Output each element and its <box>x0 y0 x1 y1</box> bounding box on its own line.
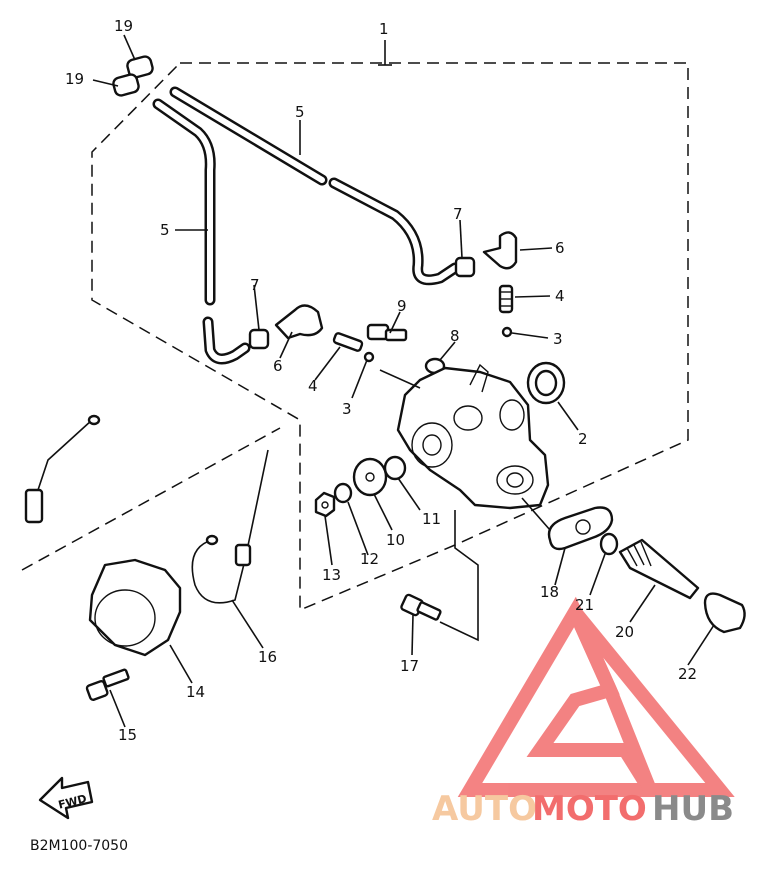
gasket-18 <box>547 506 614 551</box>
callout-3b: 3 <box>342 400 352 418</box>
callout-4b: 4 <box>308 377 318 395</box>
callout-18: 18 <box>540 583 559 601</box>
callout-2: 2 <box>578 430 588 448</box>
callout-15: 15 <box>118 726 137 744</box>
nut-13 <box>314 491 336 518</box>
spring-4-right <box>498 284 514 314</box>
shaft-20 <box>618 538 700 600</box>
callout-19a: 19 <box>114 17 133 35</box>
cap-22 <box>703 592 746 634</box>
cover-14 <box>88 558 182 657</box>
oil-seal-2 <box>526 361 566 405</box>
leader-lines <box>92 34 715 728</box>
cap-19-upper <box>126 55 154 79</box>
watermark-moto: MOTO <box>532 789 647 829</box>
cap-19-lower <box>112 73 140 97</box>
callout-7b: 7 <box>250 276 260 294</box>
callout-10: 10 <box>386 531 405 549</box>
callout-20: 20 <box>615 623 634 641</box>
washer-21 <box>599 532 619 556</box>
watermark-hub: HUB <box>652 789 734 829</box>
callout-13: 13 <box>322 566 341 584</box>
callout-8: 8 <box>450 327 460 345</box>
clamp-7-right <box>454 256 476 278</box>
callout-6a: 6 <box>555 239 565 257</box>
callout-7a: 7 <box>453 205 463 223</box>
fwd-arrow-icon: FWD <box>38 776 94 820</box>
ball-3-right <box>501 326 513 338</box>
clamp-7-left <box>248 328 270 350</box>
callout-12: 12 <box>360 550 379 568</box>
callout-17: 17 <box>400 657 419 675</box>
impeller-10 <box>352 457 388 497</box>
watermark-logo-mark <box>457 596 735 797</box>
cable-wire-left <box>24 414 101 524</box>
bolt-15 <box>85 668 130 701</box>
callout-9: 9 <box>397 297 407 315</box>
callout-labels: 1 19 19 5 5 7 6 4 3 7 9 8 6 4 3 2 11 10 … <box>65 17 697 744</box>
callout-1: 1 <box>379 20 389 38</box>
ball-3-left <box>363 351 375 363</box>
assembly-boundary <box>21 62 689 612</box>
elbow-fitting-6-left <box>274 304 324 340</box>
callout-16: 16 <box>258 648 277 666</box>
callout-22: 22 <box>678 665 697 683</box>
hose-short <box>152 98 251 365</box>
callout-14: 14 <box>186 683 205 701</box>
callout-3a: 3 <box>553 330 563 348</box>
cable-16 <box>191 449 269 604</box>
spring-4-left <box>332 332 364 352</box>
hose-long <box>169 86 461 286</box>
callout-11: 11 <box>422 510 441 528</box>
washer-11 <box>383 455 407 481</box>
diagram-code: B2M100-7050 <box>30 838 128 854</box>
elbow-fitting-6-right <box>482 231 518 270</box>
callout-21: 21 <box>575 596 594 614</box>
bolt-9 <box>366 323 408 342</box>
pump-body <box>396 363 550 510</box>
leader-bracket-17 <box>439 510 479 642</box>
bolt-17 <box>400 593 442 621</box>
callout-5a: 5 <box>295 103 305 121</box>
callout-6b: 6 <box>273 357 283 375</box>
callout-5b: 5 <box>160 221 170 239</box>
washer-12 <box>333 482 353 504</box>
watermark-auto: AUTO <box>432 789 537 829</box>
callout-4a: 4 <box>555 287 565 305</box>
callout-bracket-1 <box>378 40 392 66</box>
callout-19b: 19 <box>65 70 84 88</box>
